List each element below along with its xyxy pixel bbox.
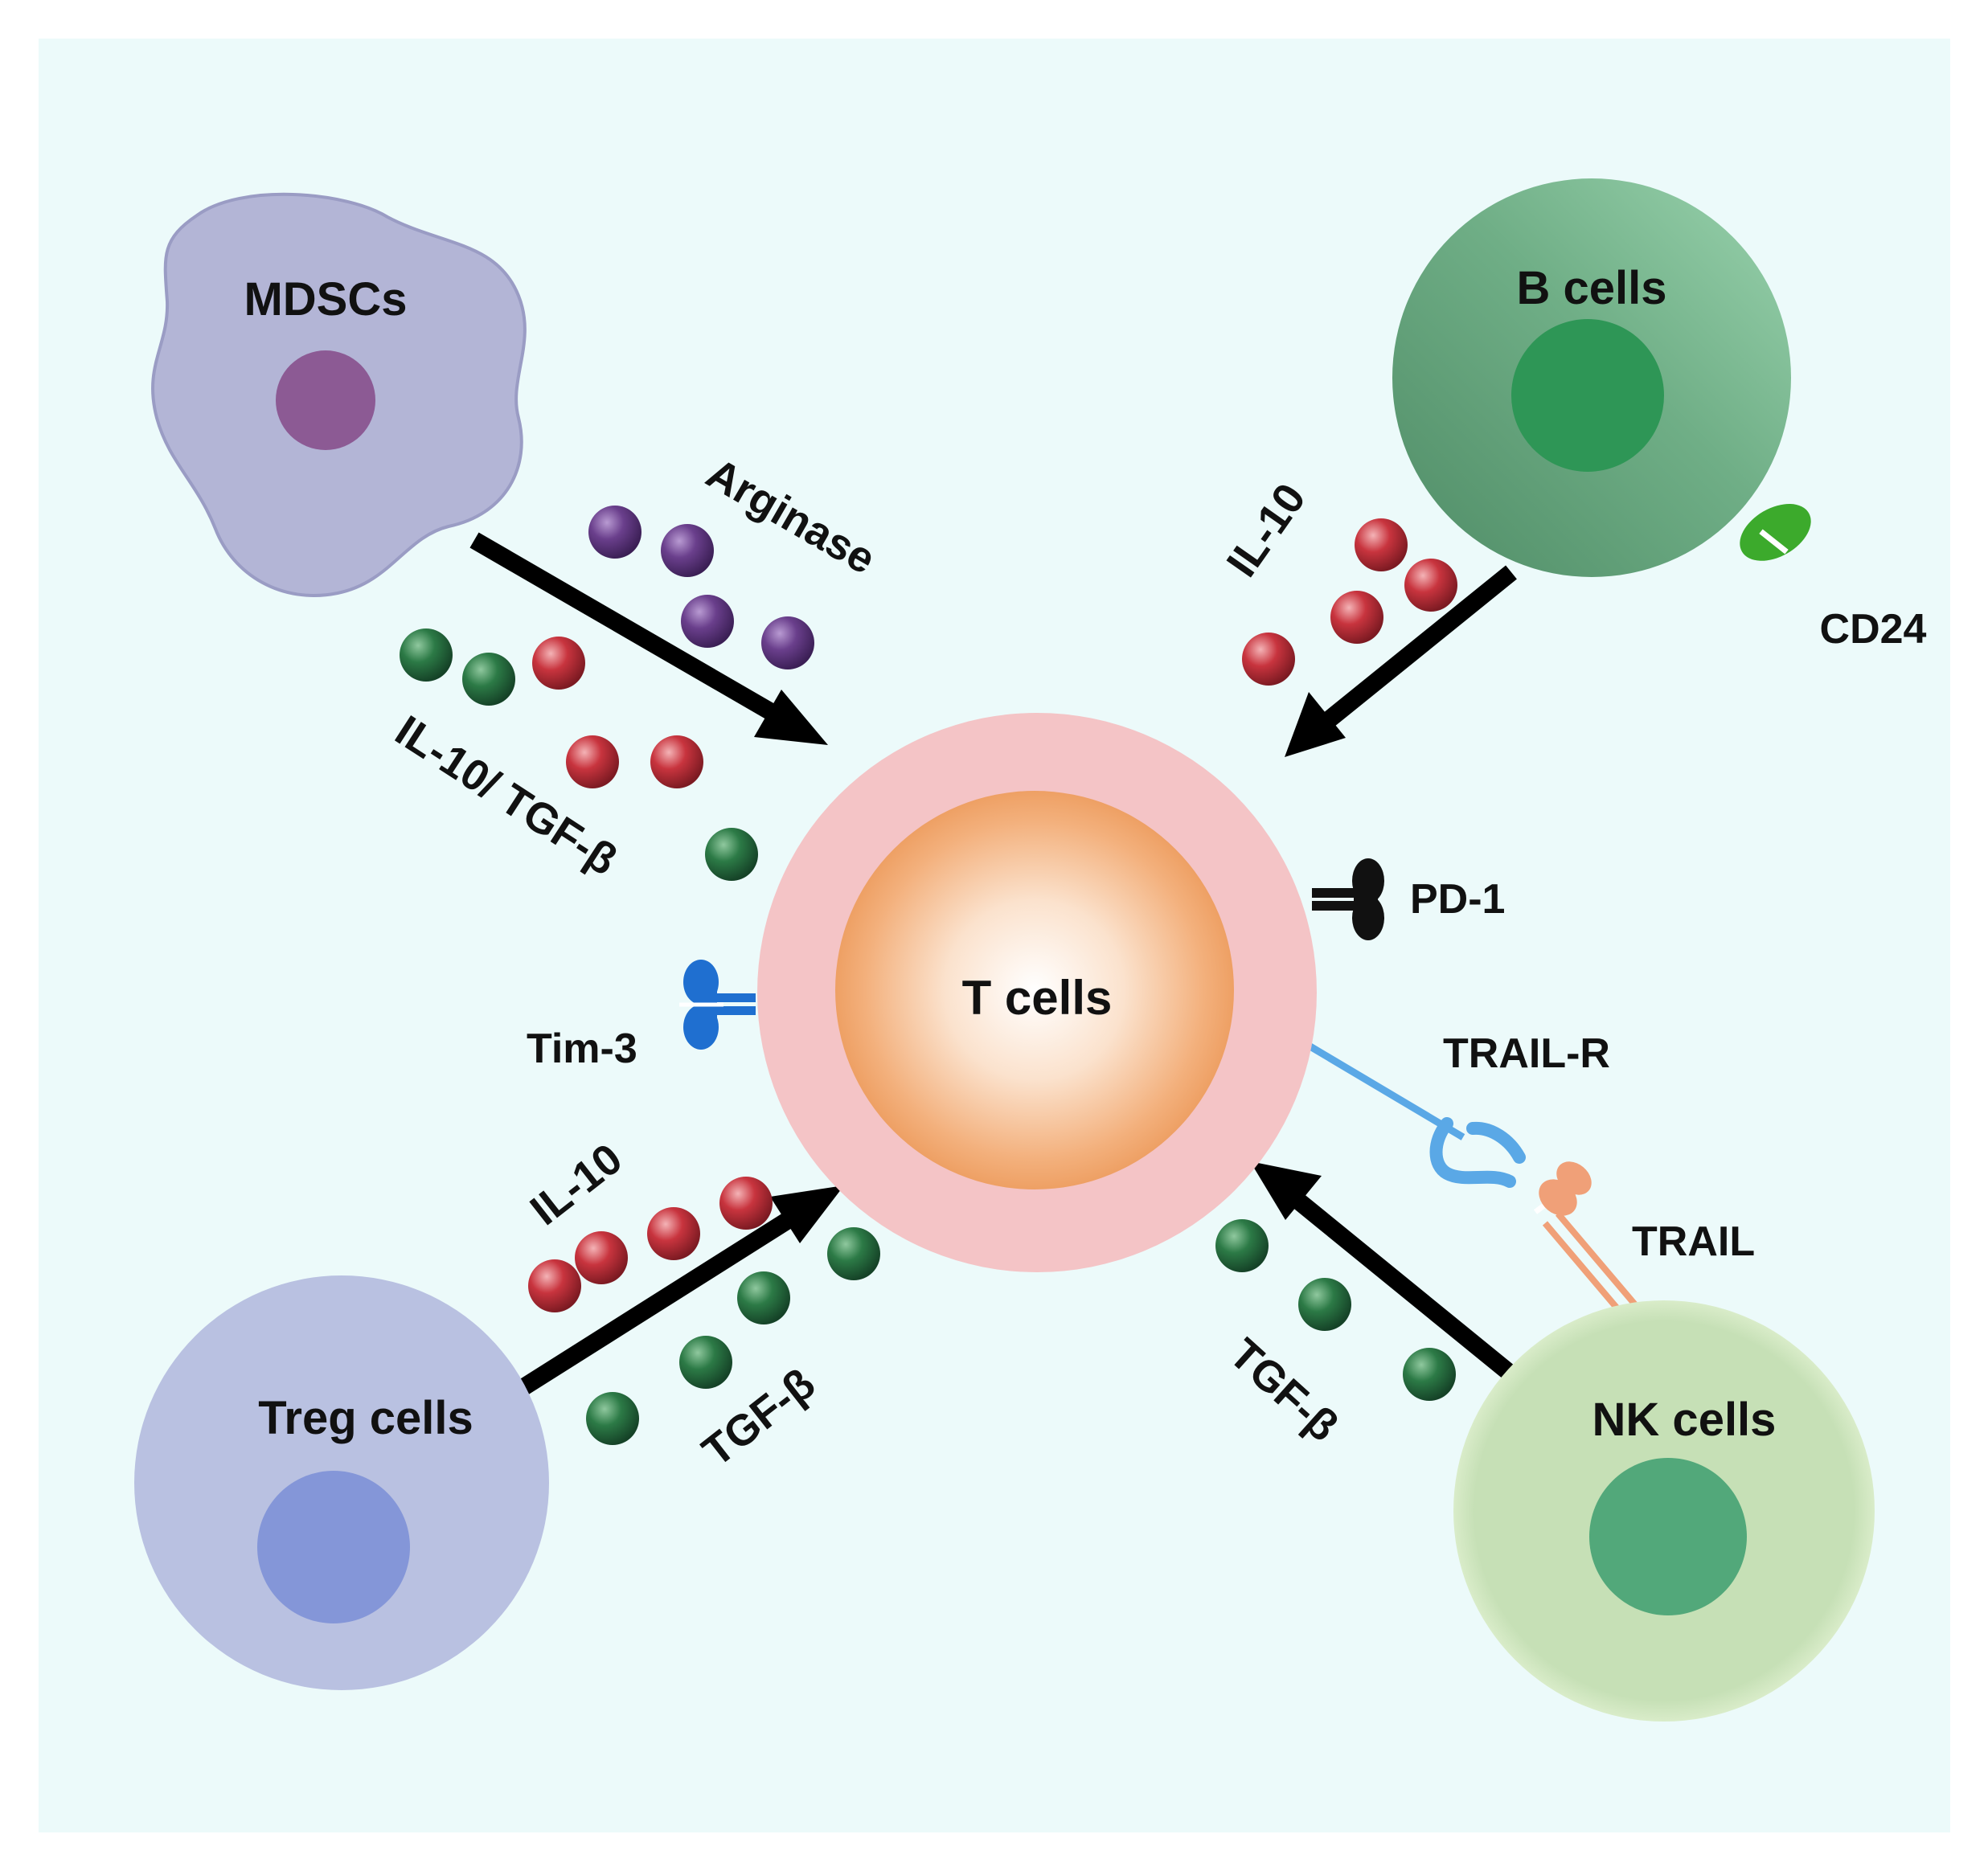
il10-beads-treg <box>528 1177 773 1312</box>
trail-r-label: TRAIL-R <box>1443 1030 1610 1077</box>
il10-beads-b <box>1242 518 1457 686</box>
cd24-label: CD24 <box>1820 606 1927 653</box>
cd24-receptor <box>1740 504 1811 561</box>
tgfb-beads-nk <box>1215 1219 1456 1401</box>
tgfb-beads-treg <box>586 1227 880 1445</box>
trail-ligand <box>1533 1161 1642 1320</box>
t-cell-inner <box>835 791 1234 1189</box>
pd1-receptor <box>1312 858 1384 940</box>
mdsc-label: MDSCs <box>244 273 407 325</box>
nk-cell-nucleus <box>1589 1458 1747 1615</box>
arrow-treg-to-t <box>514 1185 844 1398</box>
treg-cell-label: Treg cells <box>258 1392 473 1444</box>
mdsc-cell: MDSCs <box>151 192 527 597</box>
arginase-beads <box>588 506 814 669</box>
tim3-receptor <box>679 960 756 1050</box>
mdsc-nucleus <box>276 350 375 450</box>
il10-tgfb-beads-mdsc <box>400 628 758 881</box>
nk-cell: NK cells <box>1453 1300 1875 1722</box>
tim3-label: Tim-3 <box>527 1026 637 1072</box>
treg-cell: Treg cells <box>134 1275 549 1690</box>
arrow-nk-to-t <box>1250 1161 1517 1382</box>
t-cell: T cells <box>757 713 1317 1272</box>
trail-label: TRAIL <box>1632 1218 1755 1265</box>
b-cell: B cells <box>1392 178 1791 577</box>
arrow-b-to-t <box>1285 565 1517 757</box>
trail-r-receptor <box>1298 1038 1526 1188</box>
pd1-label: PD-1 <box>1410 876 1505 923</box>
treg-cell-nucleus <box>257 1471 410 1623</box>
t-cell-label: T cells <box>962 971 1113 1025</box>
b-cell-label: B cells <box>1517 262 1667 314</box>
b-cell-nucleus <box>1511 319 1664 472</box>
arrow-mdsc-to-t <box>469 532 828 745</box>
nk-cell-label: NK cells <box>1592 1394 1777 1446</box>
